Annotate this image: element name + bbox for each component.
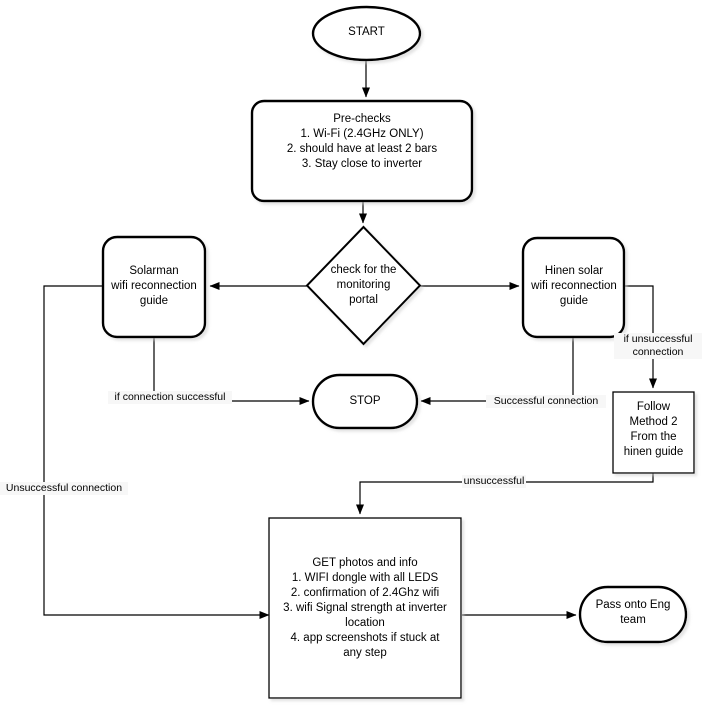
node-method2-shape[interactable]	[612, 391, 695, 474]
edge-label-if-connection-successful: if connection successful	[108, 391, 232, 404]
node-passeng-shape[interactable]	[578, 585, 688, 644]
edge-label-if-unsuccessful-connection: if unsuccessful connection	[614, 333, 702, 359]
node-hinen-shape[interactable]	[521, 236, 626, 339]
node-solarman-shape[interactable]	[101, 235, 207, 339]
node-prechecks-shape[interactable]	[250, 99, 474, 203]
edge-label-successful-connection: Successful connection	[486, 395, 606, 408]
edge-label-unsuccessful-connection: Unsuccessful connection	[0, 482, 128, 495]
node-getphotos-shape[interactable]	[268, 517, 462, 699]
edge-solarman-to-getphotos	[43, 285, 270, 619]
node-stop-shape[interactable]	[311, 373, 419, 430]
edge-label-unsuccessful: unsuccessful	[462, 475, 526, 488]
node-decision-shape[interactable]	[305, 225, 422, 346]
edge-hinen-to-stop	[420, 337, 574, 405]
node-start-shape[interactable]	[311, 5, 422, 62]
